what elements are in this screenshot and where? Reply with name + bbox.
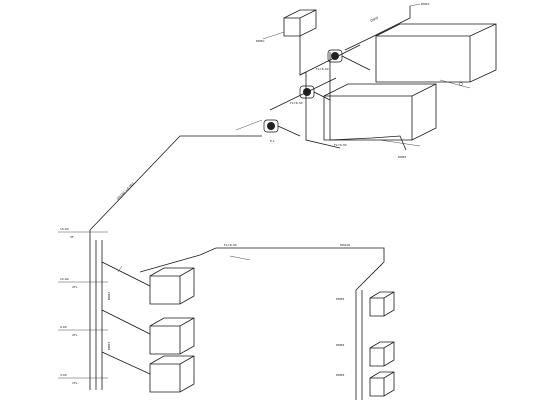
tank-l1: [101, 261, 195, 305]
right-riser-tags: DN65 DN65 DN65: [336, 297, 344, 377]
pump-tag: P-1: [270, 139, 275, 143]
svg-text:15.00: 15.00: [60, 227, 69, 231]
tank-lower-right: DN65: [323, 83, 437, 159]
main-riser-pipe: DN100 i=0.003: [89, 135, 262, 390]
svg-text:DN65: DN65: [107, 342, 111, 350]
crossover-pipe: FL=6.30 DN100: [139, 243, 385, 291]
tank-r1: [369, 291, 395, 317]
top-feed-pipe: DN50 DN50: [344, 2, 429, 51]
header-low-label: FL=6.30: [334, 143, 347, 147]
svg-text:DN65: DN65: [336, 297, 344, 301]
left-riser-tags: DN65 DN65: [107, 292, 111, 350]
tank-r2: [369, 341, 395, 367]
svg-text:1FL: 1FL: [72, 381, 78, 385]
roof-small-tank: DN50: [256, 9, 317, 43]
right-riser: [355, 290, 363, 400]
tank-l2: [101, 309, 195, 355]
tank-l3: [101, 351, 195, 393]
riser-label: DN100 i=0.003: [116, 181, 135, 200]
level-mark-1: 15.00 3F: [58, 227, 108, 239]
level-mark-4: 3.00 1FL: [58, 373, 108, 385]
svg-text:2FL: 2FL: [72, 333, 78, 337]
roof-tank-tag: DN50: [256, 39, 264, 43]
pump-manifold: FL=6.30 FL=6.30 FL=6.30: [235, 44, 361, 149]
top-feed-label: DN50: [421, 2, 429, 6]
svg-text:DN65: DN65: [107, 292, 111, 300]
svg-text:3F: 3F: [70, 235, 74, 239]
pump-3: P-1: [263, 119, 301, 143]
svg-text:3.00: 3.00: [60, 373, 67, 377]
roof-drop-pipe: [299, 36, 307, 76]
header-mid-label: FL=6.30: [290, 101, 303, 105]
svg-text:2FL: 2FL: [72, 285, 78, 289]
header-top-label: FL=6.30: [316, 67, 329, 71]
crossover-size: DN100: [340, 243, 350, 247]
left-riser: [95, 240, 103, 390]
level-mark-2: 12.00 2FL: [58, 277, 108, 289]
crossover-label: FL=6.30: [224, 243, 237, 247]
lower-tank-tag: DN65: [398, 155, 406, 159]
tank-r3: [369, 371, 395, 397]
upper-pipe-tag: DN50: [370, 16, 379, 23]
svg-text:12.00: 12.00: [60, 277, 69, 281]
svg-text:9.00: 9.00: [60, 325, 67, 329]
level-mark-3: 9.00 2FL: [58, 325, 108, 337]
tank-upper-right: [375, 23, 497, 89]
svg-text:DN65: DN65: [336, 343, 344, 347]
tank-feed-line: [329, 135, 407, 151]
pump-1: [327, 49, 371, 71]
svg-text:DN65: DN65: [336, 373, 344, 377]
